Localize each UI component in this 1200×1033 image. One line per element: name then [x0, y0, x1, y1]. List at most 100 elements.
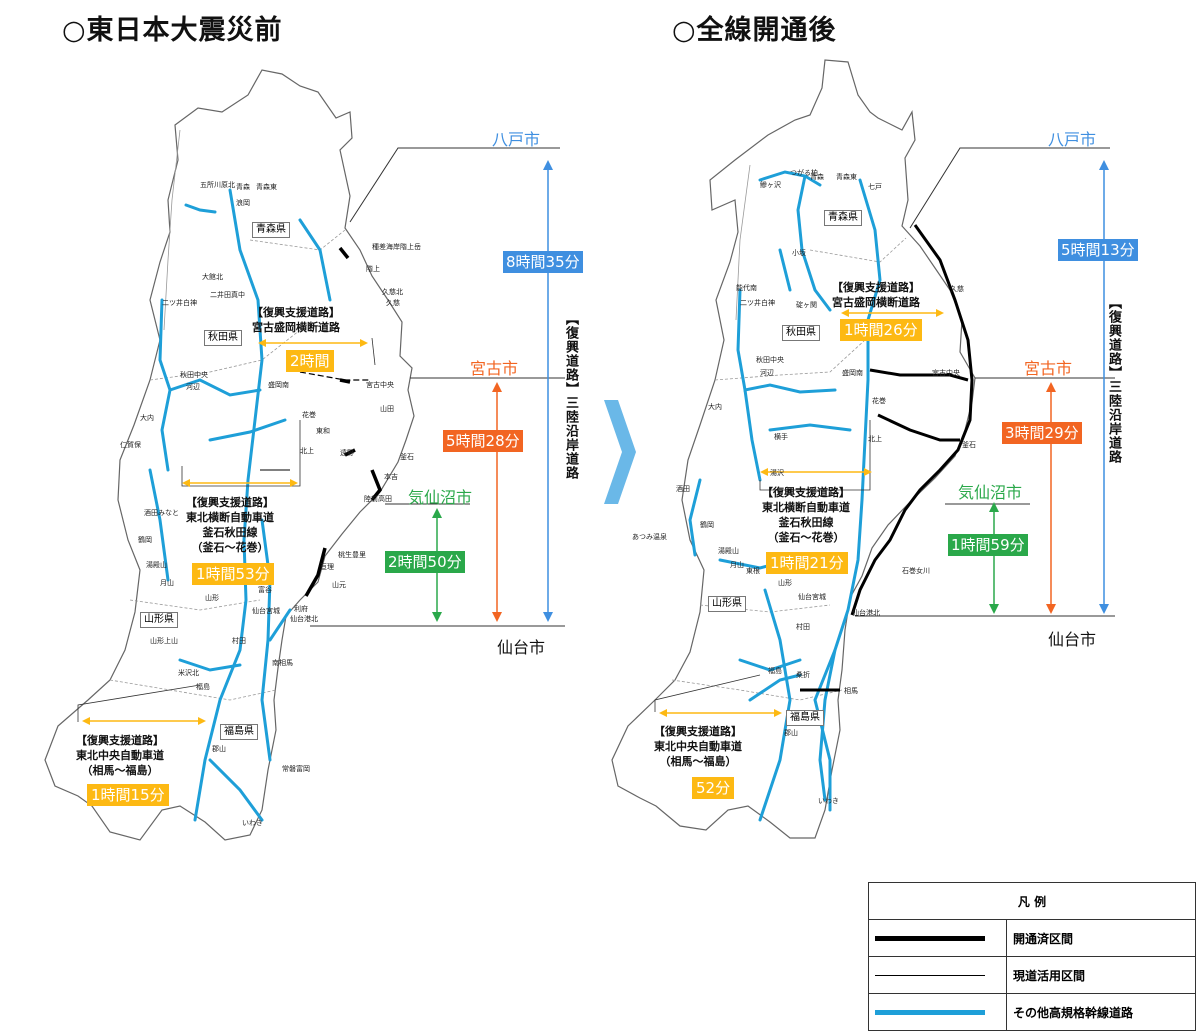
- pref-akita-after: 秋田県: [782, 325, 820, 341]
- city-hachinohe-after: 八戸市: [1048, 130, 1097, 149]
- place-before: 米沢北: [178, 669, 199, 677]
- place-before: 宮古中央: [366, 381, 394, 389]
- road1-time-after: 1時間26分: [840, 319, 922, 341]
- title-before: ○東日本大震災前: [62, 15, 283, 46]
- legend: 凡 例 開通済区間 現道活用区間 その他高規格幹線道路: [868, 882, 1196, 1031]
- place-after: 宮古中央: [932, 369, 960, 377]
- place-before: 五所川原北: [200, 181, 235, 189]
- city-kesennuma-before: 気仙沼市: [408, 488, 473, 507]
- legend-row-existing: 現道活用区間: [868, 956, 1196, 994]
- place-before: 釜石: [400, 453, 414, 461]
- place-before: 秋田中央: [180, 371, 208, 379]
- place-after: 大内: [708, 403, 722, 411]
- place-after: いわき: [818, 797, 839, 805]
- road1-label-after: 【復興支援道路】 宮古盛岡横断道路: [832, 281, 920, 309]
- map-after: [611, 59, 1115, 839]
- legend-swatch-existing: [875, 975, 985, 976]
- place-before: 酒田みなと: [144, 509, 179, 517]
- road1-label-before: 【復興支援道路】 宮古盛岡横断道路: [252, 306, 340, 334]
- place-before: 陸前高田: [364, 495, 392, 503]
- time-miyako-before: 5時間28分: [443, 430, 523, 452]
- road1-time-before: 2時間: [286, 350, 334, 372]
- place-after: 青森東: [836, 173, 857, 181]
- place-after: 北上: [868, 435, 882, 443]
- place-before: 浪岡: [236, 199, 250, 207]
- place-before: 月山: [160, 579, 174, 587]
- pref-aomori-before: 青森県: [252, 222, 290, 238]
- time-hachinohe-before: 8時間35分: [503, 251, 583, 273]
- time-hachinohe-after: 5時間13分: [1058, 239, 1138, 261]
- place-after: 桑折: [796, 671, 810, 679]
- pref-akita-before: 秋田県: [204, 330, 242, 346]
- place-after: 河辺: [760, 369, 774, 377]
- road3-label-before: 【復興支援道路】 東北中央自動車道 （相馬～福島）: [76, 734, 164, 777]
- road2-time-after: 1時間21分: [766, 552, 848, 574]
- place-before: 盛岡南: [268, 381, 289, 389]
- place-after: 酒田: [676, 485, 690, 493]
- place-before: 福島: [196, 683, 210, 691]
- place-before: 仙台港北: [290, 615, 318, 623]
- city-miyako-before: 宮古市: [470, 359, 519, 378]
- place-before: 南相馬: [272, 659, 293, 667]
- legend-swatch-highway: [875, 1010, 985, 1015]
- map-after-outline: [611, 59, 976, 839]
- place-before: 亘理: [320, 563, 334, 571]
- place-after: 仙台港北: [852, 609, 880, 617]
- legend-row-highway: その他高規格幹線道路: [868, 993, 1196, 1031]
- legend-label-existing: 現道活用区間: [1006, 956, 1196, 994]
- legend-swatch-opened: [875, 936, 985, 941]
- pref-fukushima-after: 福島県: [786, 710, 824, 726]
- place-after: 鰺ヶ沢: [760, 181, 781, 189]
- pref-aomori-after: 青森県: [824, 210, 862, 226]
- place-before: 河辺: [186, 383, 200, 391]
- place-before: 郡山: [212, 745, 226, 753]
- place-before: 富谷: [258, 586, 272, 594]
- place-after: つがる柏: [790, 169, 818, 177]
- place-before: 常磐富岡: [282, 765, 310, 773]
- place-after: 能代南: [736, 284, 757, 292]
- place-before: 花巻: [302, 411, 316, 419]
- place-after: 湯殿山: [718, 547, 739, 555]
- city-kesennuma-after: 気仙沼市: [958, 483, 1023, 502]
- place-before: 久慈北: [382, 288, 403, 296]
- place-before: 二井田真中: [210, 291, 245, 299]
- place-before: 北上: [300, 447, 314, 455]
- legend-row-opened: 開通済区間: [868, 919, 1196, 957]
- place-after: 七戸: [868, 183, 882, 191]
- road3-time-after: 52分: [692, 777, 735, 799]
- place-after: 二ツ井白神: [740, 299, 775, 307]
- map-before: [44, 69, 565, 841]
- place-before: 山元: [332, 581, 346, 589]
- city-sendai-after: 仙台市: [1048, 630, 1097, 649]
- place-before: 鶴岡: [138, 536, 152, 544]
- place-before: 二ツ井白神: [162, 299, 197, 307]
- place-after: 碇ヶ関: [796, 301, 817, 309]
- city-sendai-before: 仙台市: [497, 638, 546, 657]
- legend-label-opened: 開通済区間: [1006, 919, 1196, 957]
- place-before: 本吉: [384, 473, 398, 481]
- transition-arrow: [604, 400, 636, 504]
- place-before: 大館北: [202, 273, 223, 281]
- place-after: 小坂: [792, 249, 806, 257]
- time-miyako-after: 3時間29分: [1002, 422, 1082, 444]
- city-miyako-after: 宮古市: [1024, 359, 1073, 378]
- place-after: 村田: [796, 623, 810, 631]
- place-before: 山形: [205, 594, 219, 602]
- place-before: 久慈: [386, 299, 400, 307]
- place-after: 釜石: [962, 441, 976, 449]
- place-after: 福島: [768, 667, 782, 675]
- place-after: あつみ温泉: [632, 533, 667, 541]
- place-before: 山田: [380, 405, 394, 413]
- place-after: 仙台宮城: [798, 593, 826, 601]
- sanriku-road-vertical-before: 【復興道路】三陸沿岸道路: [563, 312, 578, 480]
- place-after: 横手: [774, 433, 788, 441]
- place-before: 桃生豊里: [338, 551, 366, 559]
- sanriku-road-vertical-after: 【復興道路】三陸沿岸道路: [1106, 296, 1121, 464]
- place-after: 東根: [746, 567, 760, 575]
- pref-yamagata-after: 山形県: [708, 596, 746, 612]
- place-after: 石巻女川: [902, 567, 930, 575]
- place-before: 青森東: [256, 183, 277, 191]
- place-after: 郡山: [784, 729, 798, 737]
- place-before: 仙台宮城: [252, 607, 280, 615]
